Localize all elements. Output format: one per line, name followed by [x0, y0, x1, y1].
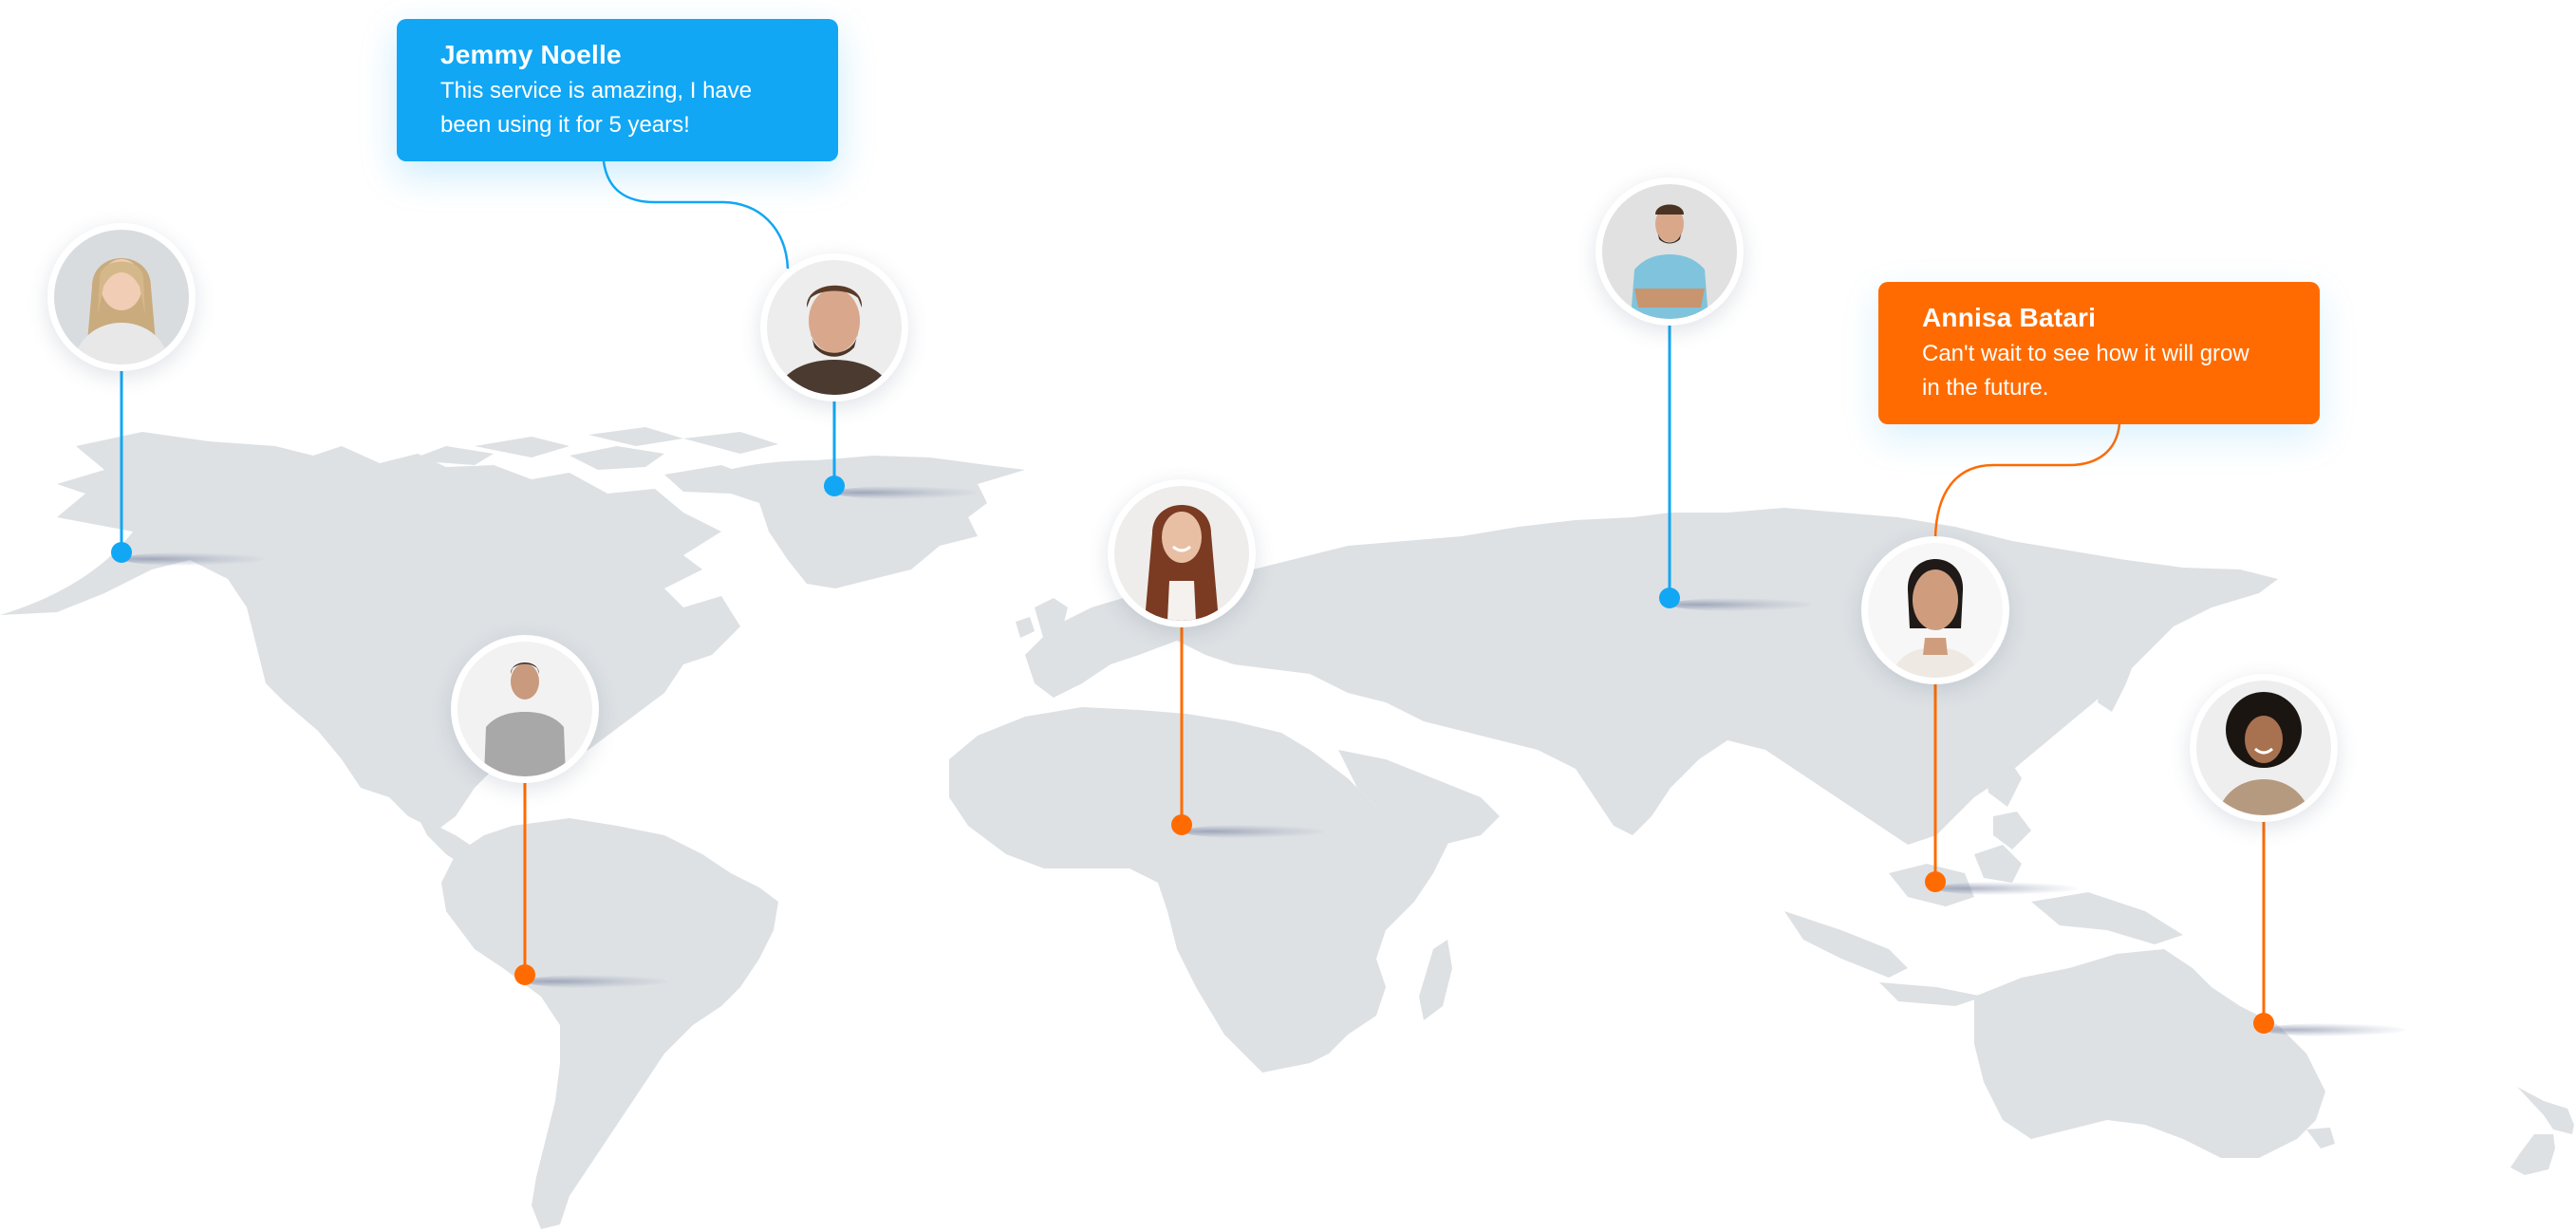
- testimonial-text-line1: This service is amazing, I have: [440, 78, 753, 103]
- avatar-blonde-woman[interactable]: [47, 223, 196, 371]
- testimonial-card-annisa[interactable]: Annisa Batari Can't wait to see how it w…: [1878, 282, 2320, 424]
- indonesia-islands: [1784, 750, 2183, 1006]
- tasmania: [2306, 1128, 2335, 1148]
- avatar-photo: [1114, 486, 1249, 621]
- avatar-woman-long-red-hair[interactable]: [1108, 479, 1256, 627]
- avatar-photo: [1868, 543, 2003, 678]
- new-zealand: [2511, 1087, 2574, 1175]
- continent-africa: [949, 707, 1452, 1073]
- testimonial-text-line1: Can't wait to see how it will grow: [1922, 341, 2249, 366]
- testimonial-card-jemmy[interactable]: Jemmy Noelle This service is amazing, I …: [397, 19, 838, 161]
- japan: [2098, 626, 2140, 712]
- avatar-curly-haired-woman[interactable]: [2190, 674, 2338, 822]
- testimonial-text-line2: in the future.: [1922, 375, 2049, 401]
- testimonial-name: Annisa Batari: [1922, 303, 2097, 332]
- avatar-photo: [767, 260, 902, 395]
- avatar-photo: [2196, 681, 2331, 815]
- avatar-man-grey-tshirt[interactable]: [451, 635, 599, 783]
- british-isles: [1016, 598, 1077, 655]
- arabian-peninsula: [1338, 750, 1500, 845]
- arctic-islands: [323, 427, 778, 517]
- avatar-asian-woman[interactable]: [1861, 536, 2009, 684]
- connector-jemmy: [602, 160, 790, 270]
- avatar-photo: [457, 642, 592, 776]
- avatar-photo: [54, 230, 189, 364]
- avatar-photo: [1602, 184, 1737, 319]
- testimonial-name: Jemmy Noelle: [440, 40, 622, 69]
- testimonial-text-line2: been using it for 5 years!: [440, 112, 690, 138]
- madagascar: [1419, 940, 1452, 1020]
- avatar-man-blue-polo[interactable]: [1596, 177, 1744, 326]
- connector-annisa: [1933, 423, 2121, 539]
- avatar-bearded-man[interactable]: [760, 253, 908, 401]
- continent-australia: [1974, 949, 2325, 1158]
